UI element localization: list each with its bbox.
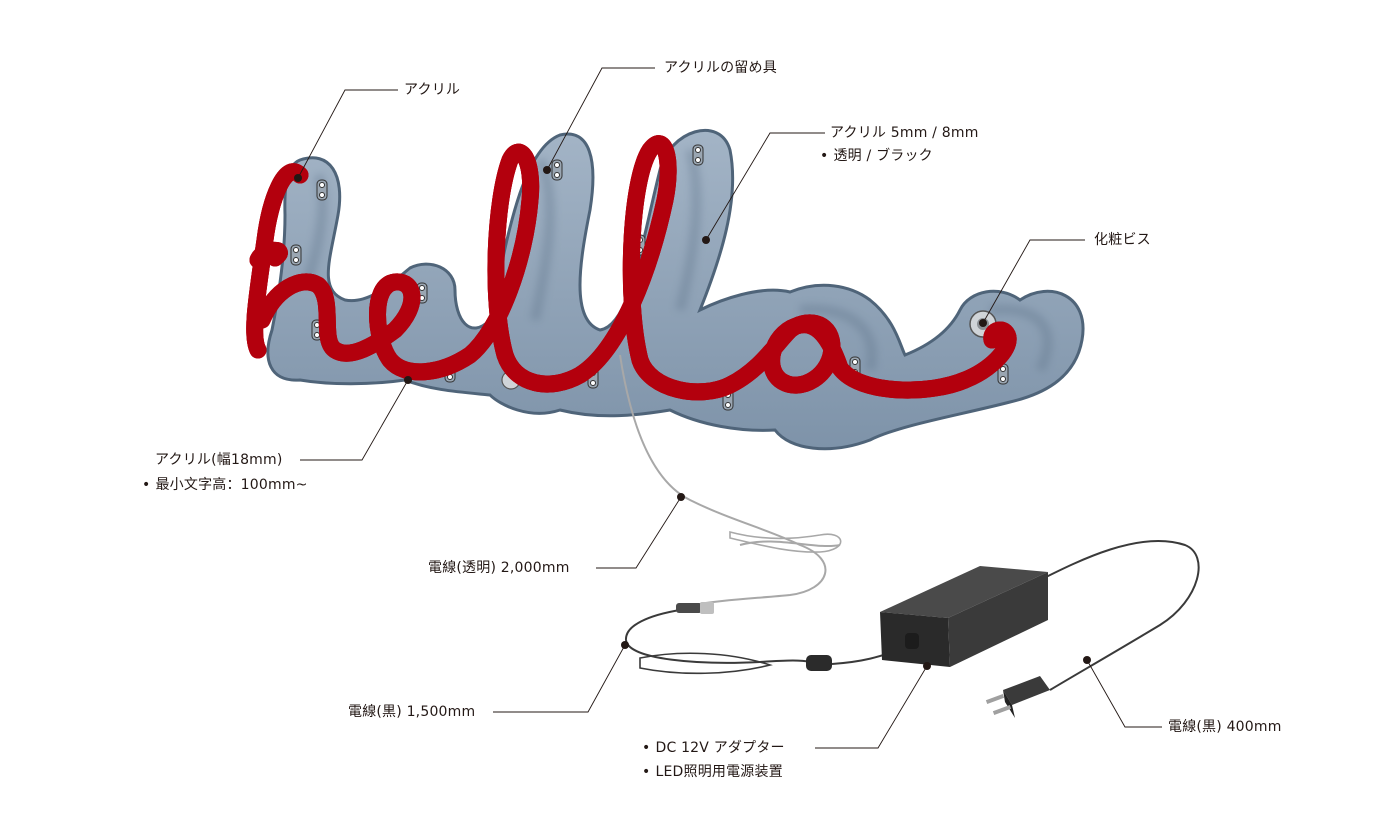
- leader-lines: [297, 67, 1162, 749]
- label-acrylic: アクリル: [404, 82, 461, 98]
- power-adapter-icon: [880, 566, 1048, 667]
- label-acrylic-width: アクリル(幅18mm): [155, 452, 283, 468]
- label-acrylic-thickness: アクリル 5mm / 8mm: [830, 125, 979, 141]
- leader-dots: [294, 166, 1091, 670]
- label-power-unit: LED照明用電源装置: [642, 763, 783, 781]
- label-acrylic-color: 透明 / ブラック: [820, 147, 933, 165]
- wire-ferrite: [806, 655, 832, 671]
- label-acrylic-fastener: アクリルの留め具: [664, 60, 777, 76]
- neon-sign: [255, 144, 1008, 392]
- clear-wire: [619, 354, 842, 605]
- power-plug-icon: [985, 676, 1050, 718]
- label-decorative-screw: 化粧ビス: [1094, 232, 1151, 248]
- label-min-char-height: 最小文字高：100mm~: [142, 476, 308, 494]
- label-wire-black-1500: 電線(黒) 1,500mm: [348, 704, 476, 720]
- label-wire-clear: 電線(透明) 2,000mm: [428, 560, 570, 576]
- label-wire-black-400: 電線(黒) 400mm: [1168, 719, 1282, 735]
- wire-connector: [676, 603, 702, 613]
- wire-connector: [700, 602, 714, 614]
- label-adapter: DC 12V アダプター: [642, 739, 785, 757]
